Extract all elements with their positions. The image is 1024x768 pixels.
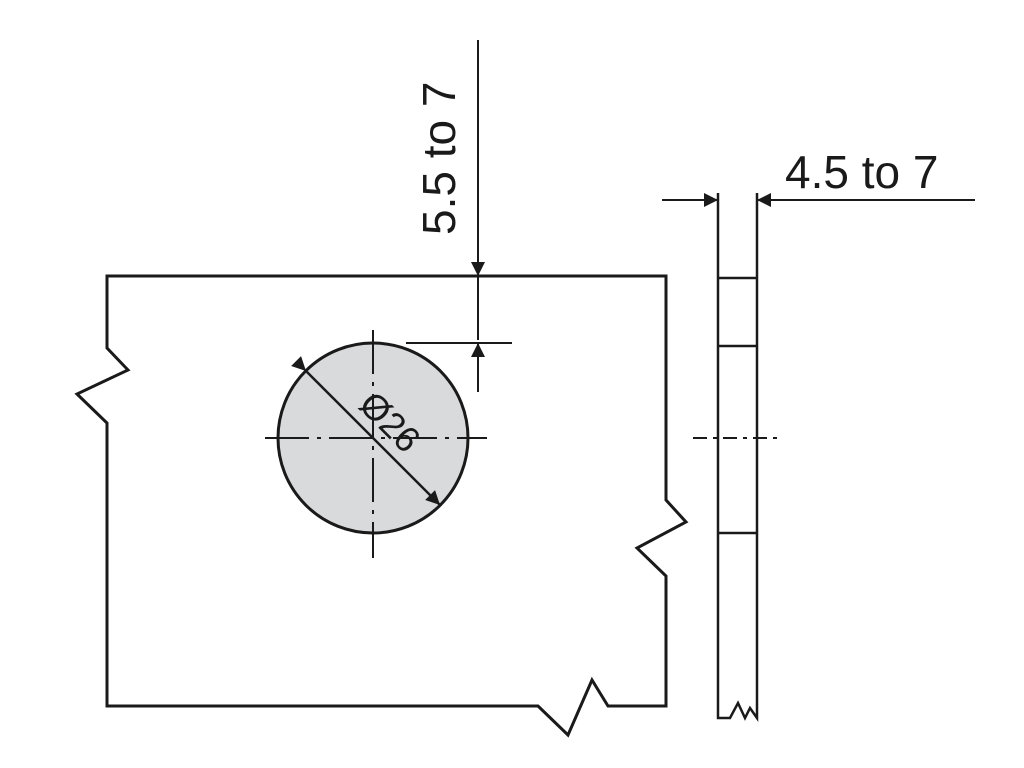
door-thickness-label: 4.5 to 7 — [785, 146, 938, 198]
diameter-dimension-line — [291, 356, 441, 506]
edge-distance-label: 5.5 to 7 — [413, 82, 465, 235]
door-panel-outline — [74, 274, 689, 738]
door-side-view-outline — [716, 193, 759, 722]
